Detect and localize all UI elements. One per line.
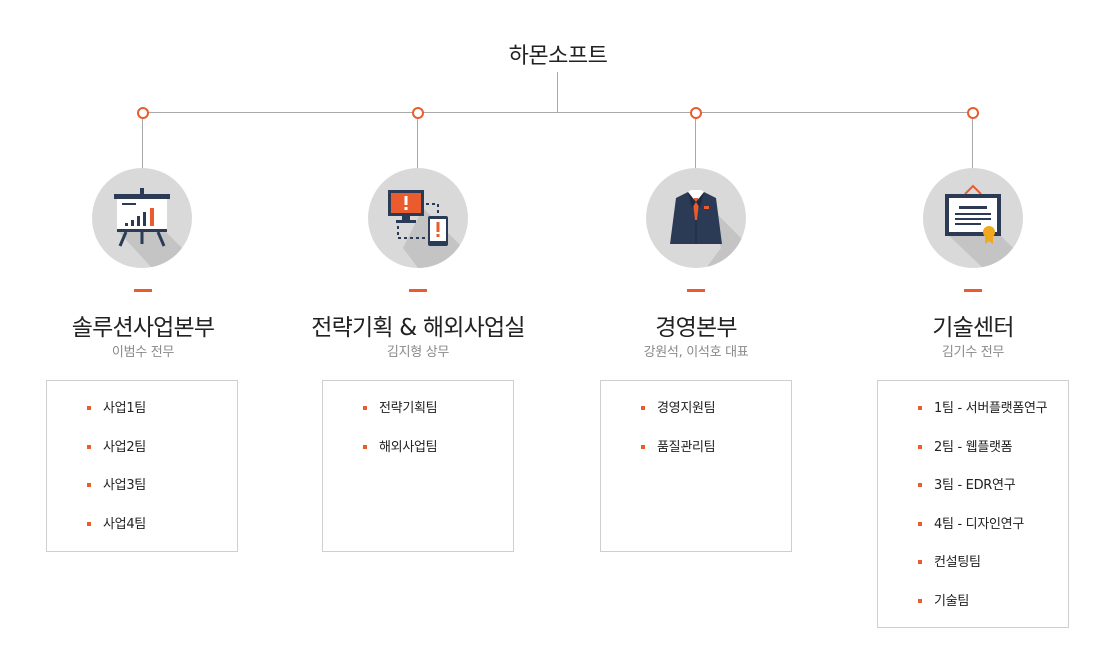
team-item: 1팀 - 서버플랫폼연구	[878, 401, 1068, 440]
branch-drop-1	[142, 113, 143, 168]
division-icon-circle	[92, 168, 192, 268]
business-suit-icon	[670, 190, 746, 268]
bullet-icon	[641, 444, 645, 449]
team-item: 기술팀	[878, 594, 1068, 633]
team-item: 해외사업팀	[323, 440, 513, 479]
team-list-box: 1팀 - 서버플랫폼연구 2팀 - 웹플랫폼 3팀 - EDR연구 4팀 - 디…	[877, 380, 1069, 628]
bullet-icon	[918, 483, 922, 487]
division-head: 강원석, 이석호 대표	[643, 345, 749, 360]
root-connector-vertical	[557, 72, 558, 113]
division-title: 경영본부	[655, 315, 737, 341]
org-root-title: 하몬소프트	[508, 44, 608, 69]
branch-drop-4	[972, 113, 973, 168]
presentation-board-icon	[114, 188, 192, 268]
team-item: 3팀 - EDR연구	[878, 478, 1068, 517]
bullet-icon	[918, 521, 922, 526]
bullet-icon	[87, 406, 91, 410]
accent-dash	[687, 289, 705, 292]
team-item: 사업1팀	[47, 401, 237, 440]
certificate-icon	[945, 184, 1023, 268]
team-item: 경영지원팀	[601, 401, 791, 440]
bullet-icon	[641, 406, 645, 410]
monitor-mobile-alert-icon	[388, 190, 468, 268]
division-title: 솔루션사업본부	[71, 315, 215, 341]
division-title: 기술센터	[932, 315, 1014, 341]
division-icon-circle	[646, 168, 746, 268]
branch-connector-horizontal	[143, 112, 974, 113]
accent-dash	[964, 289, 982, 292]
bullet-icon	[87, 483, 91, 487]
division-head: 이범수 전무	[111, 345, 175, 360]
team-item: 품질관리팀	[601, 440, 791, 479]
team-item: 사업2팀	[47, 440, 237, 479]
branch-node-dot	[137, 107, 149, 119]
branch-drop-2	[417, 113, 418, 168]
bullet-icon	[918, 560, 922, 564]
team-item: 사업3팀	[47, 478, 237, 517]
team-list-box: 경영지원팀 품질관리팀	[600, 380, 792, 552]
team-item: 4팀 - 디자인연구	[878, 517, 1068, 556]
division-icon-circle	[368, 168, 468, 268]
branch-drop-3	[695, 113, 696, 168]
team-list-box: 전략기획팀 해외사업팀	[322, 380, 514, 552]
branch-node-dot	[967, 107, 979, 119]
bullet-icon	[363, 406, 367, 410]
team-item: 전략기획팀	[323, 401, 513, 440]
division-title: 전략기획 & 해외사업실	[311, 315, 525, 341]
division-head: 김지형 상무	[386, 345, 450, 360]
accent-dash	[134, 289, 152, 292]
bullet-icon	[918, 598, 922, 603]
branch-node-dot	[690, 107, 702, 119]
division-icon-circle	[923, 168, 1023, 268]
bullet-icon	[918, 406, 922, 410]
bullet-icon	[918, 444, 922, 449]
accent-dash	[409, 289, 427, 292]
team-item: 2팀 - 웹플랫폼	[878, 440, 1068, 479]
bullet-icon	[363, 444, 367, 449]
team-list-box: 사업1팀 사업2팀 사업3팀 사업4팀	[46, 380, 238, 552]
bullet-icon	[87, 444, 91, 449]
division-head: 김기수 전무	[941, 345, 1005, 360]
team-item: 사업4팀	[47, 517, 237, 556]
bullet-icon	[87, 521, 91, 526]
team-item: 컨설팅팀	[878, 555, 1068, 594]
branch-node-dot	[412, 107, 424, 119]
